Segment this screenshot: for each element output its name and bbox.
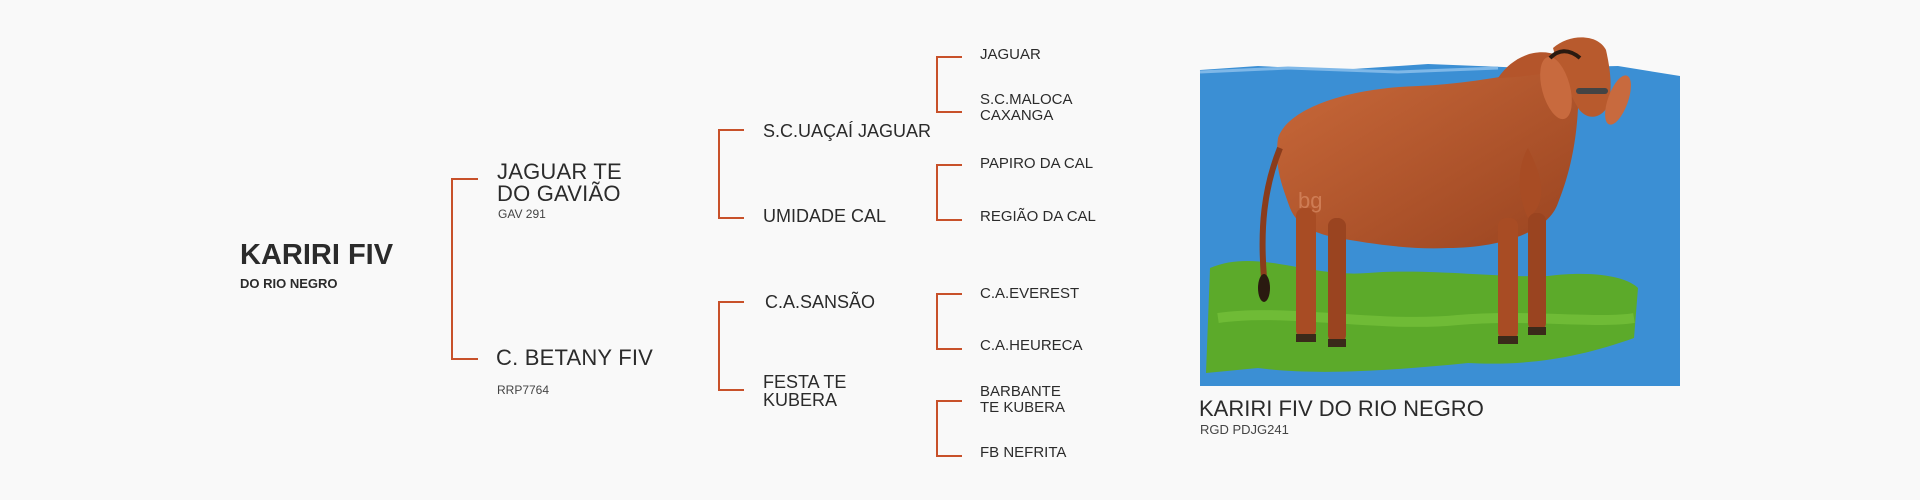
leg [1296,208,1316,338]
ggp-sire-sire-dam: S.C.MALOCA CAXANGA [980,91,1073,124]
ggp-sire-dam-dam: REGIÃO DA CAL [980,208,1096,225]
ggp-sire-dam-sire: PAPIRO DA CAL [980,155,1094,172]
ggp-dam-dam-sire: BARBANTE TE KUBERA [980,383,1066,416]
subject-subtitle: DO RIO NEGRO [240,276,338,291]
brand-mark: bg [1298,188,1322,213]
bracket-dam-parents [718,301,744,391]
maternal-grandsire: C.A.SANSÃO [765,292,876,312]
sire-name: JAGUAR TE DO GAVIÃO [497,159,622,206]
ggp-dam-sire-dam: C.A.HEURECA [980,337,1083,354]
subject-name: KARIRI FIV [240,239,394,271]
ggp-dam-sire-sire: C.A.EVEREST [980,285,1080,302]
bracket-ggp-1 [936,56,962,113]
ggp-sire-sire-sire: JAGUAR [980,46,1041,63]
cattle-photo: bg [1198,28,1682,388]
sire-registration: GAV 291 [498,207,546,221]
paternal-grandsire: S.C.UAÇAÍ JAGUAR [763,121,932,141]
bracket-parents [451,178,478,360]
cow-head [1553,37,1611,117]
cattle-illustration: bg [1199,37,1680,386]
bracket-ggp-4 [936,400,962,457]
paternal-granddam: UMIDADE CAL [763,206,887,226]
photo-title: KARIRI FIV DO RIO NEGRO [1199,396,1484,421]
bracket-sire-parents [718,129,744,219]
cow-body [1277,67,1579,249]
maternal-granddam: FESTA TE KUBERA [763,372,847,410]
bracket-ggp-3 [936,293,962,350]
ggp-dam-dam-dam: FB NEFRITA [980,444,1067,461]
photo-registration: RGD PDJG241 [1200,422,1289,437]
dam-name: C. BETANY FIV [496,345,654,370]
dam-registration: RRP7764 [497,383,550,397]
bracket-ggp-2 [936,164,962,221]
